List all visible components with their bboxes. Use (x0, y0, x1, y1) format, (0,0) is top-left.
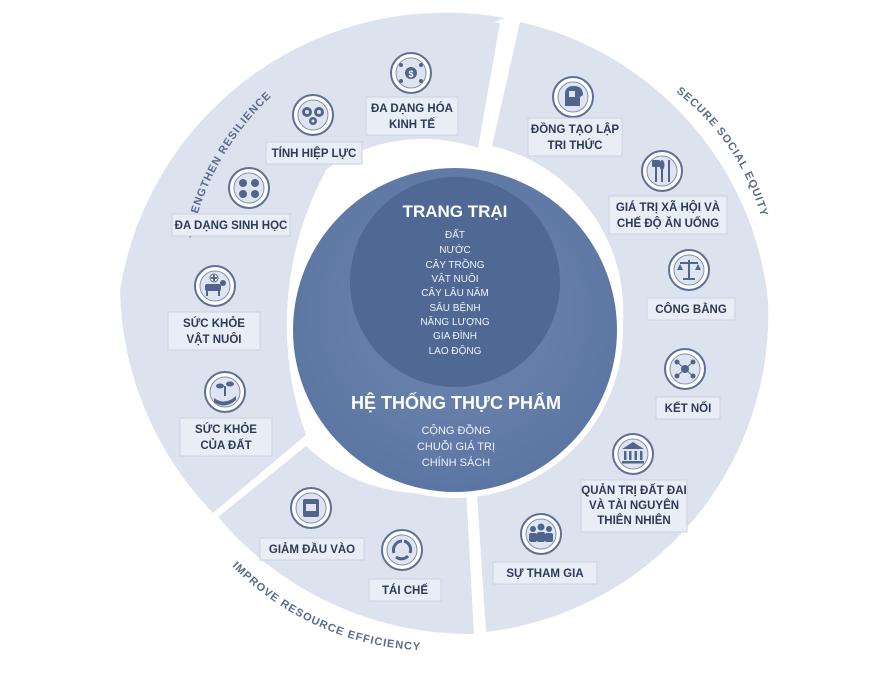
item-label: SỨC KHỎE (183, 317, 245, 330)
svg-text:$: $ (408, 69, 413, 79)
item-label: ĐA DẠNG SINH HỌC (175, 220, 288, 232)
farm-title: TRANG TRẠI (403, 202, 508, 221)
farm-items: ĐẤT NƯỚC CÂY TRỒNG VẬT NUÔI CÂY LÂU NĂM … (420, 228, 490, 357)
item-label: VẬT NUÔI (187, 333, 242, 346)
sprout-hand-icon (204, 371, 246, 413)
item-label: CÔNG BẰNG (655, 303, 727, 316)
farm-item: NƯỚC (439, 243, 471, 256)
item-animal-health: SỨC KHỎE VẬT NUÔI (167, 265, 261, 351)
item-input-reduction: GIẢM ĐẦU VÀO (259, 487, 365, 561)
food-system-title: HỆ THỐNG THỰC PHẨM (351, 392, 561, 413)
farm-item: CÂY TRỒNG (425, 258, 484, 271)
farm-item: LAO ĐỘNG (429, 344, 482, 357)
item-label: ĐỒNG TẠO LẬP (531, 123, 619, 136)
item-label: SỨC KHỎE (195, 423, 257, 436)
system-item: CỘNG ĐỒNG (421, 424, 490, 437)
farm-item: ĐẤT (445, 228, 465, 241)
item-label: TÍNH HIỆP LỰC (272, 147, 357, 160)
item-fairness: CÔNG BẰNG (646, 249, 736, 321)
farm-item: SÂU BỆNH (429, 301, 480, 314)
core-farm-circle (350, 177, 560, 387)
item-connectivity: KẾT NỐI (655, 348, 721, 420)
item-social-values-diets: GIÁ TRỊ XÃ HỘI VÀ CHẾ ĐỘ ĂN UỐNG (608, 150, 728, 235)
item-label: CHẾ ĐỘ ĂN UỐNG (617, 216, 719, 230)
fertilizer-bag-icon (290, 487, 332, 529)
farm-item: NĂNG LƯỢNG (420, 315, 490, 328)
biodiversity-icon (228, 167, 270, 209)
item-label: CỦA ĐẤT (200, 439, 251, 452)
institution-icon (612, 433, 654, 475)
farm-item: CÂY LÂU NĂM (421, 286, 489, 299)
item-economic-diversification: $ ĐA DẠNG HÓA KINH TẾ (365, 52, 459, 136)
item-label: KẾT NỐI (665, 401, 712, 415)
puzzle-head-icon (552, 76, 594, 118)
item-biodiversity: ĐA DẠNG SINH HỌC (171, 167, 291, 237)
money-network-icon: $ (390, 52, 432, 94)
item-label: VÀ TÀI NGUYÊN (589, 499, 679, 512)
scales-icon (668, 249, 710, 291)
item-label: GIÁ TRỊ XÃ HỘI VÀ (616, 201, 720, 214)
item-label: KINH TẾ (389, 118, 435, 131)
item-recycling: TÁI CHẾ (368, 529, 442, 602)
people-group-icon (520, 513, 562, 555)
item-label: TÁI CHẾ (382, 584, 428, 597)
farm-item: VẬT NUÔI (431, 272, 478, 285)
system-item: CHÍNH SÁCH (422, 456, 491, 469)
item-label: TRI THỨC (548, 139, 603, 152)
item-participation: SỰ THAM GIA (492, 513, 598, 585)
item-label: SỰ THAM GIA (506, 568, 583, 580)
network-icon (664, 348, 706, 390)
segment-right (476, 22, 769, 632)
item-label: ĐA DẠNG HÓA (371, 102, 453, 115)
system-item: CHUỖI GIÁ TRỊ (417, 440, 495, 453)
item-knowledge-co-creation: ĐỒNG TẠO LẬP TRI THỨC (527, 76, 623, 157)
item-label: GIẢM ĐẦU VÀO (269, 543, 355, 556)
item-land-governance: QUẢN TRỊ ĐẤT ĐAI VÀ TÀI NGUYÊN THIÊN NHI… (580, 433, 688, 533)
recycle-icon (381, 529, 423, 571)
item-synergy: TÍNH HIỆP LỰC (265, 94, 363, 165)
farm-item: GIA ĐÌNH (433, 329, 477, 342)
item-soil-health: SỨC KHỎE CỦA ĐẤT (179, 371, 273, 457)
item-label: THIÊN NHIÊN (597, 514, 670, 527)
cutlery-icon (641, 150, 683, 192)
gears-icon (292, 94, 334, 136)
item-label: QUẢN TRỊ ĐẤT ĐAI (581, 484, 686, 497)
cow-icon (194, 265, 236, 307)
